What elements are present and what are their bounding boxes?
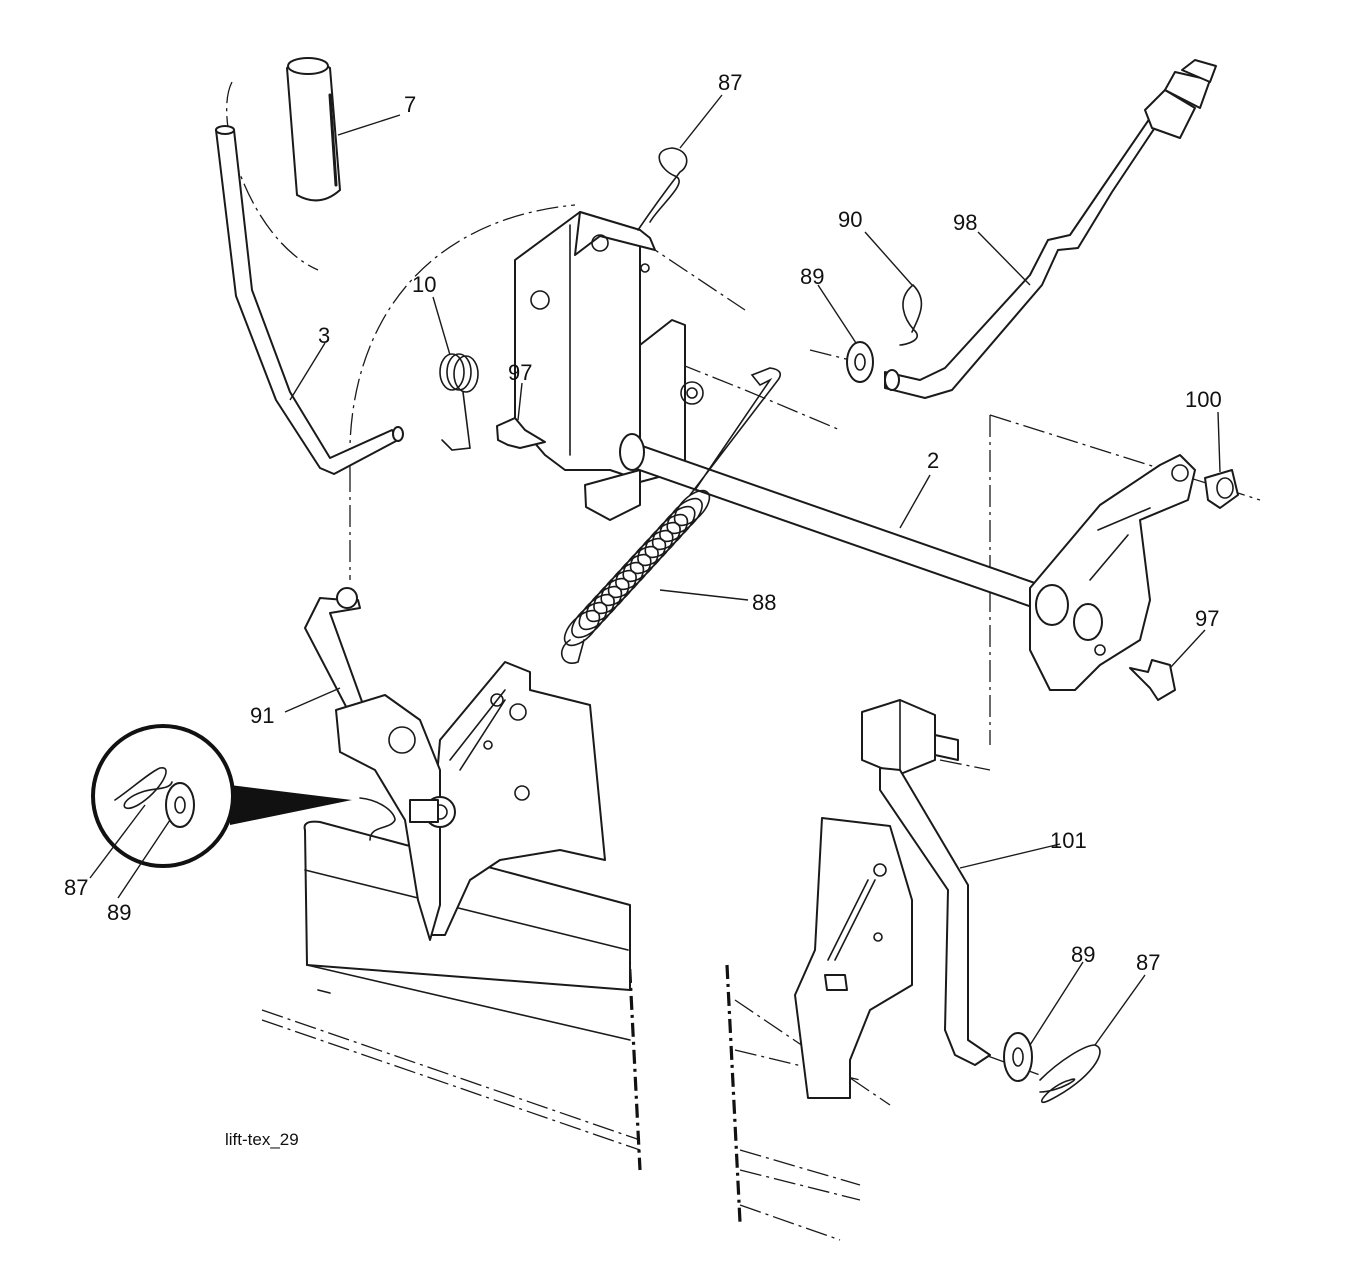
lift-link-101 bbox=[861, 699, 991, 1066]
deck-hanger-bracket-right bbox=[794, 817, 913, 1099]
bolt-97-right bbox=[1129, 659, 1176, 701]
callout-87-top: 87 bbox=[718, 70, 742, 95]
bolt-97-left bbox=[496, 417, 546, 449]
inset-detail bbox=[91, 724, 352, 868]
callout-91: 91 bbox=[250, 703, 274, 728]
shaft-arm-right bbox=[1029, 454, 1196, 691]
callout-97-left: 97 bbox=[508, 360, 532, 385]
handle-grip bbox=[286, 57, 341, 202]
callout-89-bottom: 89 bbox=[1071, 942, 1095, 967]
spring-coil bbox=[673, 489, 711, 527]
callout-97-right: 97 bbox=[1195, 606, 1219, 631]
washer-89-top bbox=[846, 341, 874, 383]
lift-link-91 bbox=[304, 587, 456, 941]
callout-89-top: 89 bbox=[800, 264, 824, 289]
torsion-spring bbox=[439, 353, 479, 451]
callout-10: 10 bbox=[412, 272, 436, 297]
lift-link-rod bbox=[884, 59, 1217, 399]
callout-3: 3 bbox=[318, 323, 330, 348]
spring-coil bbox=[666, 497, 703, 535]
spring-coil bbox=[651, 513, 689, 551]
spring-hook bbox=[560, 639, 585, 664]
callout-88: 88 bbox=[752, 590, 776, 615]
spring-coil bbox=[659, 505, 696, 543]
figure-id: lift-tex_29 bbox=[225, 1130, 299, 1149]
washer-89-bottom bbox=[1003, 1032, 1033, 1082]
callout-89-inset: 89 bbox=[107, 900, 131, 925]
hairpin-clip-90 bbox=[899, 284, 923, 346]
nut-100 bbox=[1204, 469, 1239, 509]
hairpin-clip-87-top bbox=[637, 147, 688, 231]
center-mount-bracket bbox=[514, 211, 656, 521]
callout-87-inset: 87 bbox=[64, 875, 88, 900]
callout-101: 101 bbox=[1050, 828, 1087, 853]
callout-100: 100 bbox=[1185, 387, 1222, 412]
mower-deck-left bbox=[303, 820, 631, 1041]
callout-98: 98 bbox=[953, 210, 977, 235]
lift-lever bbox=[215, 125, 404, 475]
callout-7: 7 bbox=[404, 92, 416, 117]
leader-lines bbox=[89, 94, 1221, 1046]
callout-labels: 7 87 90 98 89 10 3 97 100 2 88 97 91 101… bbox=[64, 70, 1222, 975]
deck-hanger-bracket-left bbox=[429, 661, 606, 936]
extension-spring bbox=[560, 489, 711, 664]
hairpin-clip-87-bottom bbox=[1039, 1044, 1101, 1103]
callout-87-bottom: 87 bbox=[1136, 950, 1160, 975]
callout-90: 90 bbox=[838, 207, 862, 232]
callout-2: 2 bbox=[927, 448, 939, 473]
